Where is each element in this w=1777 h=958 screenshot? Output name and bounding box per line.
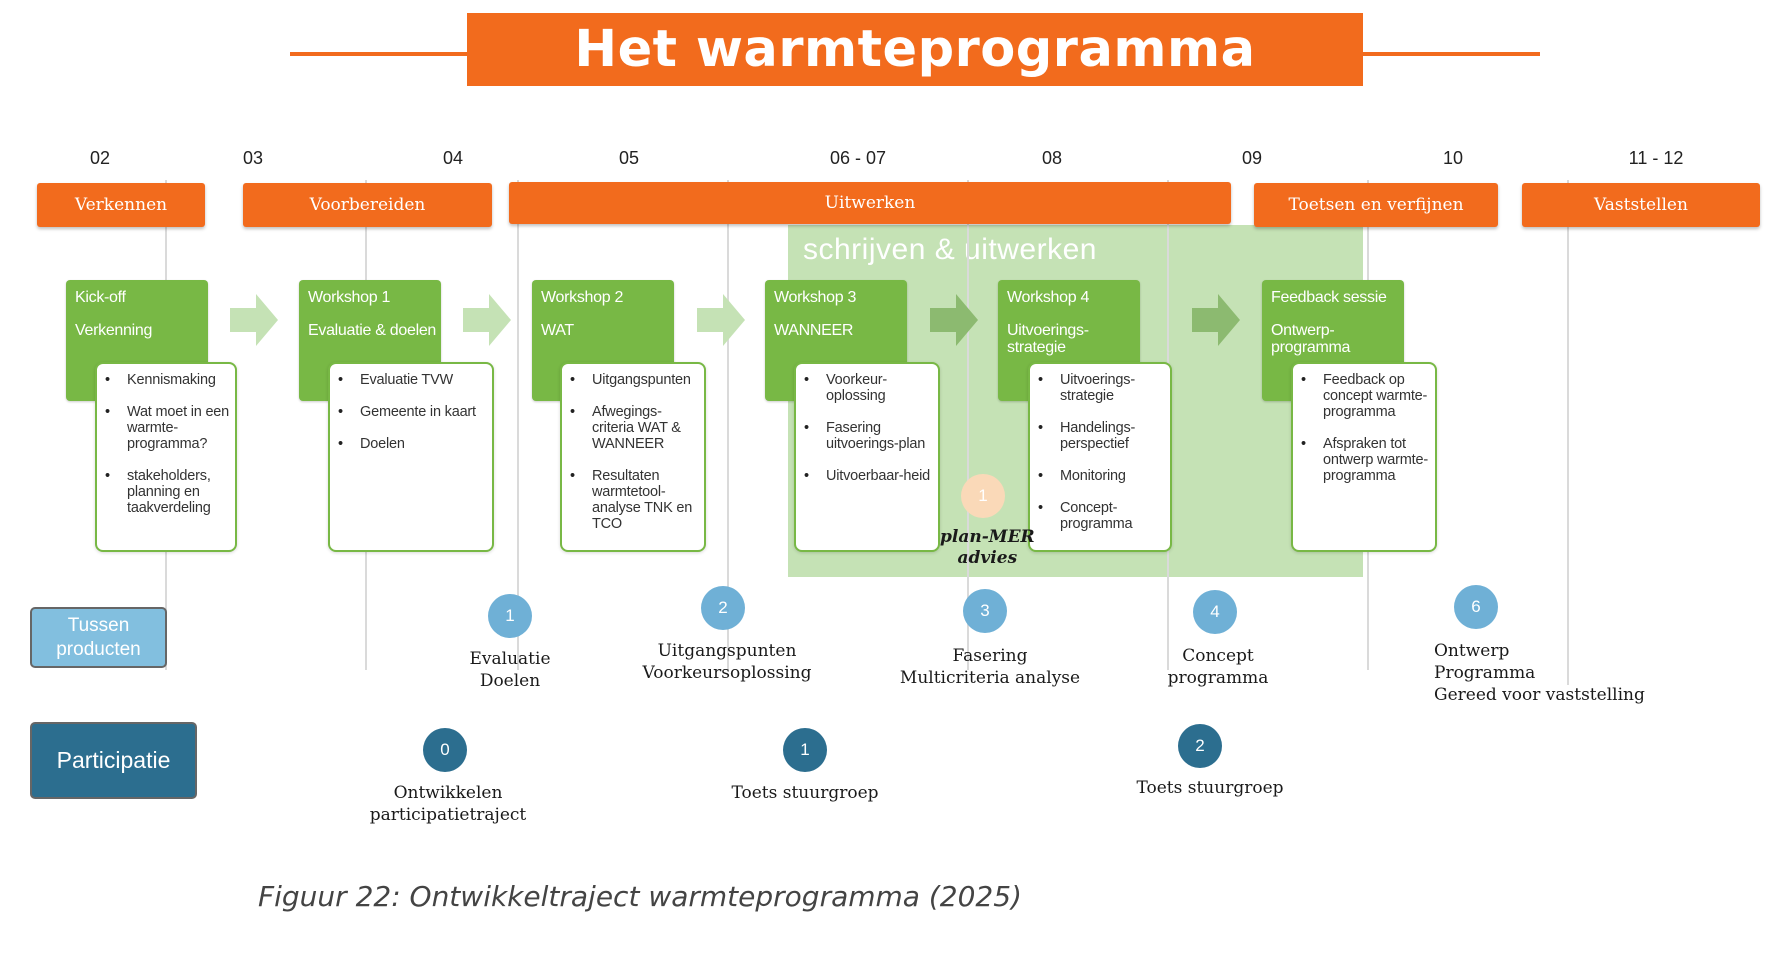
workshop-title: Kick-off bbox=[75, 289, 126, 306]
list-item: Monitoring bbox=[1038, 468, 1166, 484]
list-item: Doelen bbox=[338, 436, 488, 452]
list-item: Uitvoerbaar-heid bbox=[804, 468, 934, 484]
workshop-subtitle: Ontwerp-programma bbox=[1271, 322, 1351, 356]
participatie-milestone: 0 bbox=[423, 728, 467, 772]
milestone-label: Concept programma bbox=[1167, 646, 1269, 688]
list-item: Afwegings-criteria WAT & WANNEER bbox=[570, 404, 700, 452]
tussenproduct-milestone: 3 bbox=[963, 589, 1007, 633]
workshop-details: Kennismaking Wat moet in een warmte-prog… bbox=[95, 362, 237, 552]
milestone-label: Ontwikkelen participatietraject bbox=[369, 783, 527, 825]
month-label: 04 bbox=[442, 148, 464, 168]
milestone-label: Fasering Multicriteria analyse bbox=[899, 646, 1081, 688]
participatie-milestone: 2 bbox=[1178, 724, 1222, 768]
milestone-label: Ontwerp Programma Gereed voor vaststelli… bbox=[1434, 641, 1645, 705]
mer-label: plan-MER advies bbox=[940, 527, 1035, 568]
month-label: 10 bbox=[1442, 148, 1464, 168]
tussenproduct-milestone: 2 bbox=[701, 586, 745, 630]
title-line-left bbox=[290, 52, 470, 56]
workshop-details: Feedback op concept warmte-programma Afs… bbox=[1291, 362, 1437, 552]
arrow-right-icon bbox=[697, 294, 745, 346]
month-label: 11 - 12 bbox=[1628, 148, 1684, 168]
figure-caption: Figuur 22: Ontwikkeltraject warmteprogra… bbox=[258, 880, 1022, 913]
arrow-right-icon bbox=[230, 294, 278, 346]
participatie-label: Participatie bbox=[30, 722, 197, 799]
workshop-subtitle: Verkenning bbox=[75, 322, 153, 339]
workshop-details: Uitgangspunten Afwegings-criteria WAT & … bbox=[560, 362, 706, 552]
arrow-right-icon bbox=[463, 294, 511, 346]
participatie-milestone: 1 bbox=[783, 728, 827, 772]
phase-verkennen: Verkennen bbox=[37, 183, 205, 227]
month-label: 03 bbox=[242, 148, 264, 168]
list-item: Feedback op concept warmte-programma bbox=[1301, 372, 1431, 420]
diagram-title: Het warmteprogramma bbox=[467, 13, 1363, 86]
workshop-details: Evaluatie TVW Gemeente in kaart Doelen bbox=[328, 362, 494, 552]
grid-line bbox=[517, 180, 519, 670]
workshop-subtitle: Uitvoerings-strategie bbox=[1007, 322, 1089, 356]
phase-toetsen: Toetsen en verfijnen bbox=[1254, 183, 1498, 227]
mer-milestone: 1 bbox=[961, 474, 1005, 518]
list-item: Voorkeur-oplossing bbox=[804, 372, 934, 404]
list-item: Gemeente in kaart bbox=[338, 404, 488, 420]
list-item: Resultaten warmtetool-analyse TNK en TCO bbox=[570, 468, 700, 532]
milestone-label: Uitgangspunten Voorkeursoplossing bbox=[642, 641, 812, 683]
list-item: Kennismaking bbox=[105, 372, 231, 388]
workshop-title: Workshop 1 bbox=[308, 289, 391, 306]
list-item: Uitvoerings-strategie bbox=[1038, 372, 1166, 404]
phase-vaststellen: Vaststellen bbox=[1522, 183, 1760, 227]
grid-line bbox=[967, 180, 969, 670]
workshop-title: Workshop 3 bbox=[774, 289, 857, 306]
list-item: Concept-programma bbox=[1038, 500, 1166, 532]
workshop-details: Voorkeur-oplossing Fasering uitvoerings-… bbox=[794, 362, 940, 552]
phase-uitwerken: Uitwerken bbox=[509, 182, 1231, 224]
milestone-label: Toets stuurgroep bbox=[1136, 778, 1284, 798]
grid-line bbox=[1567, 180, 1569, 685]
workshop-subtitle: Evaluatie & doelen bbox=[308, 322, 437, 339]
month-label: 02 bbox=[89, 148, 111, 168]
month-label: 09 bbox=[1241, 148, 1263, 168]
workshop-feedback: Feedback sessie Ontwerp-programma bbox=[1262, 280, 1404, 401]
workshop-title: Feedback sessie bbox=[1271, 289, 1387, 306]
arrow-right-icon bbox=[1192, 294, 1240, 346]
milestone-label: Toets stuurgroep bbox=[731, 783, 879, 803]
list-item: Handelings-perspectief bbox=[1038, 420, 1166, 452]
workshop-subtitle: WANNEER bbox=[774, 322, 854, 339]
list-item: Afspraken tot ontwerp warmte-programma bbox=[1301, 436, 1431, 484]
title-line-right bbox=[1360, 52, 1540, 56]
list-item: Uitgangspunten bbox=[570, 372, 700, 388]
list-item: stakeholders, planning en taakverdeling bbox=[105, 468, 231, 516]
workshop-title: Workshop 2 bbox=[541, 289, 624, 306]
grid-line bbox=[727, 180, 729, 670]
phase-voorbereiden: Voorbereiden bbox=[243, 183, 492, 227]
list-item: Evaluatie TVW bbox=[338, 372, 488, 388]
writing-zone-label: schrijven & uitwerken bbox=[803, 233, 1097, 266]
milestone-label: Evaluatie Doelen bbox=[469, 649, 551, 691]
workshop-details: Uitvoerings-strategie Handelings-perspec… bbox=[1028, 362, 1172, 552]
arrow-right-icon bbox=[930, 294, 978, 346]
workshop-subtitle: WAT bbox=[541, 322, 574, 339]
workshop-title: Workshop 4 bbox=[1007, 289, 1090, 306]
list-item: Wat moet in een warmte-programma? bbox=[105, 404, 231, 452]
month-label: 05 bbox=[618, 148, 640, 168]
tussenproduct-milestone: 4 bbox=[1193, 590, 1237, 634]
tussenproduct-milestone: 1 bbox=[488, 594, 532, 638]
month-label: 08 bbox=[1041, 148, 1063, 168]
list-item: Fasering uitvoerings-plan bbox=[804, 420, 934, 452]
month-label: 06 - 07 bbox=[829, 148, 887, 168]
tussenproduct-milestone: 6 bbox=[1454, 585, 1498, 629]
